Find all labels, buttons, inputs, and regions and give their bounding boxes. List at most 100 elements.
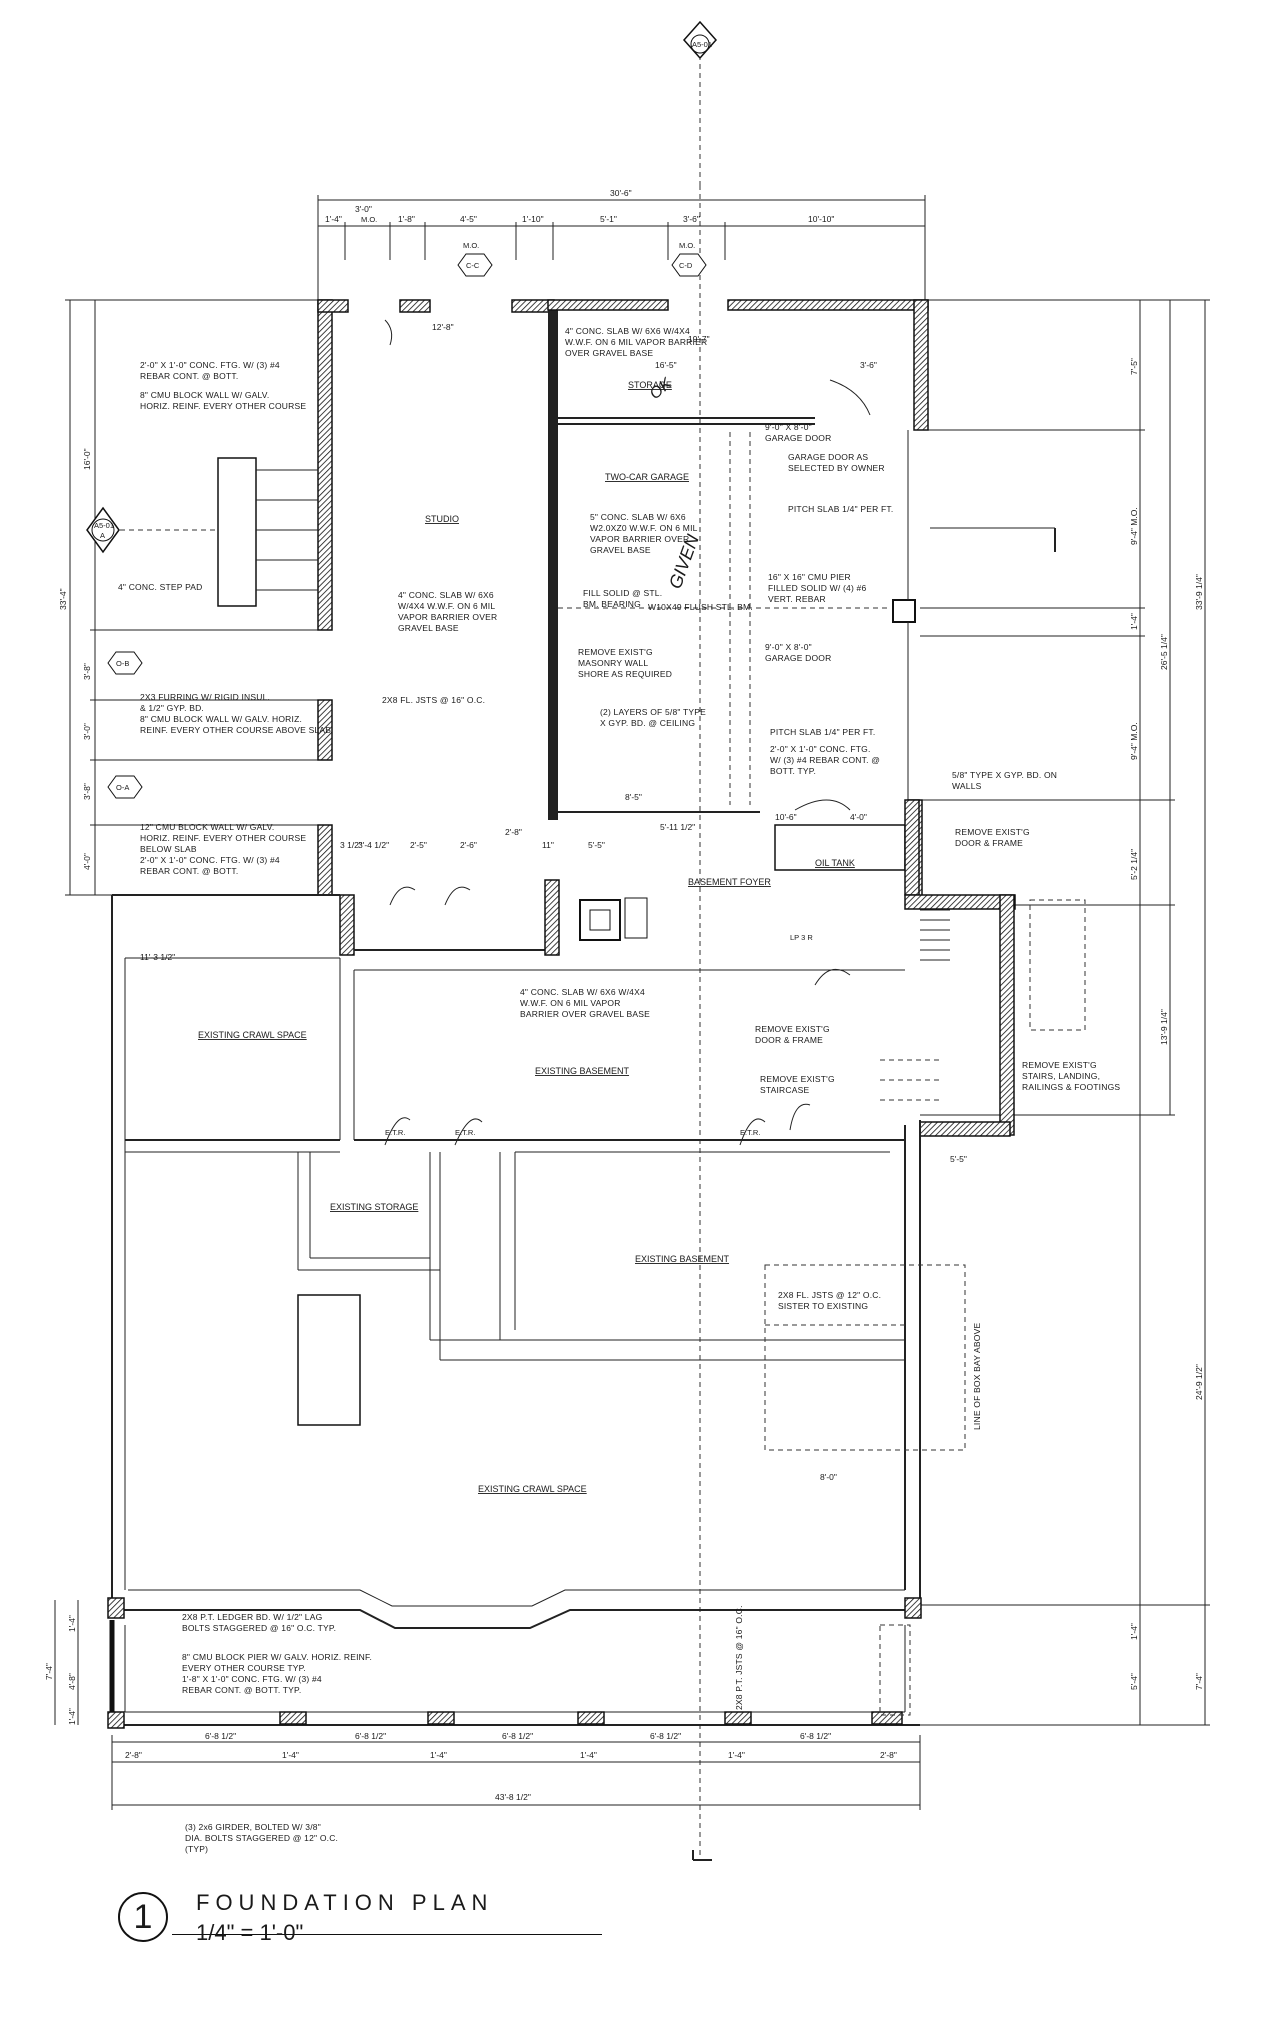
svg-text:1'-4": 1'-4" [282,1750,299,1760]
svg-text:1'-4": 1'-4" [430,1750,447,1760]
dim-left-4: 3'-0" [82,723,92,740]
note-furring: 2X3 FURRING W/ RIGID INSUL.& 1/2" GYP. B… [140,692,331,735]
note-fill-solid: FILL SOLID @ STL.BM. BEARING [583,588,662,609]
svg-text:1'-4": 1'-4" [67,1615,77,1632]
dim-mid-13: 5'-5" [950,1154,967,1164]
window-tag-oa: O-A [107,775,143,799]
step-pad [217,457,257,607]
dim-top-7: 3'-6" [683,214,700,224]
note-cmu-wall: 8" CMU BLOCK WALL W/ GALV.HORIZ. REINF. … [140,390,306,411]
svg-text:C-D: C-D [679,261,693,270]
dim-top-4: 4'-5" [460,214,477,224]
dim-mid-4: 2'-6" [460,840,477,850]
studio-walls [317,299,929,896]
note-flush-beam: W10X49 FLUSH STL. BM. [648,602,753,612]
note-pitch-2: PITCH SLAB 1/4" PER FT. [770,727,875,737]
note-header-1: 9'-0" X 8'-0"GARAGE DOOR [765,422,831,443]
porch-outline [107,1597,922,1729]
dim-bottom-overall: 43'-8 1/2" [495,1792,531,1802]
dim-mid-5: 2'-8" [505,827,522,837]
dim-top-8: 10'-10" [808,214,834,224]
handwritten-mark: OK [647,374,677,403]
dim-right-3: 1'-4" [1129,613,1139,630]
drawing-title-block: 1 FOUNDATION PLAN 1/4" = 1'-0" [118,1882,718,1972]
svg-text:6'-8 1/2": 6'-8 1/2" [650,1731,681,1741]
note-footing-garage: 2'-0" X 1'-0" CONC. FTG.W/ (3) #4 REBAR … [770,744,880,776]
svg-text:1'-4": 1'-4" [728,1750,745,1760]
svg-text:7'-4": 7'-4" [44,1663,54,1680]
left-dimensions: 16'-0" 33'-4" 3'-8" 3'-0" 3'-8" 4'-0" [58,299,330,896]
note-box-bay: LINE OF BOX BAY ABOVE [972,1323,982,1430]
svg-text:4'-8": 4'-8" [67,1673,77,1690]
room-existing-crawl-2: EXISTING CRAWL SPACE [478,1484,587,1494]
dim-right-10: 1'-4" [1129,1623,1139,1640]
dim-top-1: 1'-4" [325,214,342,224]
room-existing-storage: EXISTING STORAGE [330,1202,418,1212]
dim-right-7: 5'-2 1/4" [1129,849,1139,880]
room-existing-basement-1: EXISTING BASEMENT [535,1066,630,1076]
dim-top-6: 5'-1" [600,214,617,224]
foyer-walls [339,799,1016,1137]
svg-text:A5-01: A5-01 [94,521,114,530]
svg-text:1'-4": 1'-4" [580,1750,597,1760]
dim-mid-3: 2'-5" [410,840,427,850]
dim-storage-2: 16'-5" [655,360,677,370]
dim-mid-6: 11" [542,840,554,850]
step-pad-hatch [256,469,318,591]
dim-left-3: 3'-8" [82,663,92,680]
window-tag-ob: O-B [107,651,143,675]
dim-right-2: 9'-4" M.O. [1129,507,1139,545]
dim-mid-1: 3 1/2" [340,840,362,850]
etr-tag: E.T.R. [740,1128,760,1137]
room-existing-basement-2: EXISTING BASEMENT [635,1254,730,1264]
dim-overall-top: 30'-6" [610,188,632,198]
dim-right-9: 24'-9 1/2" [1194,1364,1204,1400]
dim-studio-width: 12'-8" [432,322,454,332]
dim-right-8: 13'-9 1/4" [1159,1009,1169,1045]
porch-left-dimensions: 7'-4" 1'-4" 4'-8" 1'-4" [44,1600,79,1725]
svg-text:M.O.: M.O. [463,241,479,250]
dim-mid-12: 8'-0" [820,1472,837,1482]
drawing-scale: 1/4" = 1'-0" [196,1920,304,1945]
note-joists-sister: 2X8 FL. JSTS @ 12" O.C.SISTER TO EXISTIN… [778,1290,881,1311]
svg-text:A: A [100,531,105,540]
bottom-dimensions: 2'-8" 6'-8 1/2" 1'-4" 6'-8 1/2" 1'-4" 6'… [111,1731,921,1810]
door-swings [384,319,871,1146]
dim-right-12: 7'-4" [1194,1673,1204,1690]
dim-mid-9: 10'-6" [775,812,797,822]
dim-top-5: 1'-10" [522,214,544,224]
svg-text:1'-4": 1'-4" [67,1708,77,1725]
room-studio: STUDIO [425,514,459,524]
garage-opening-mark [930,527,1056,552]
etr-tag: E.T.R. [385,1128,405,1137]
drawing-title: FOUNDATION PLAN [196,1890,494,1915]
room-existing-crawl-1: EXISTING CRAWL SPACE [198,1030,307,1040]
dim-mid-11: 11'-3 1/2" [140,952,175,962]
window-tag-cd: M.O. C-D [671,241,707,277]
north-marker-label: A5-01 [692,40,712,49]
lp-tag: LP 3 R [790,933,813,942]
window-tag-cc: M.O. C-C [457,241,493,277]
note-block-12: 12" CMU BLOCK WALL W/ GALV.HORIZ. REINF.… [140,822,306,876]
dim-storage-3: 3'-6" [860,360,877,370]
dim-right-11: 5'-4" [1129,1673,1139,1690]
etr-tag: E.T.R. [455,1128,475,1137]
note-porch-joists: 2X8 P.T. JSTS @ 16" O.C. [734,1605,744,1710]
svg-text:C-C: C-C [466,261,480,270]
svg-text:M.O.: M.O. [679,241,695,250]
dim-left-6: 4'-0" [82,853,92,870]
svg-text:6'-8 1/2": 6'-8 1/2" [355,1731,386,1741]
room-storage: STORAGE [628,380,672,390]
dim-left-2: 33'-4" [58,588,68,610]
